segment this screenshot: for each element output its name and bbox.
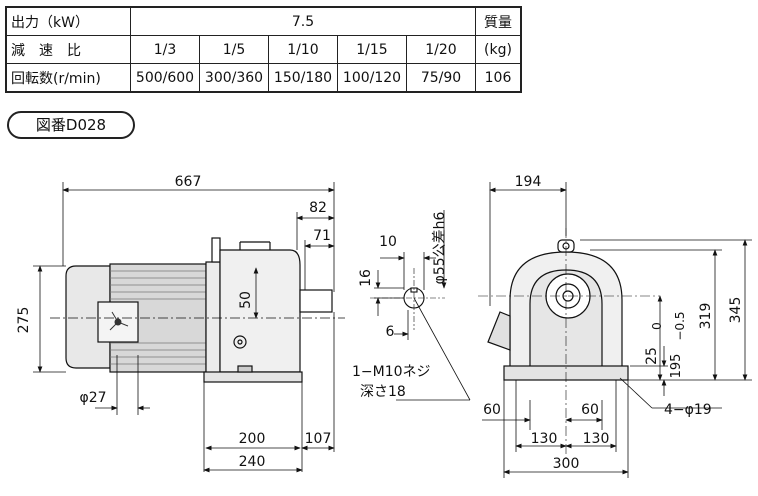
ratio-cell: 1/5 — [199, 35, 269, 64]
mass-unit: (kg) — [475, 35, 522, 64]
mass-value: 106 — [475, 63, 522, 93]
dim-130-right: 130 — [583, 431, 610, 447]
speed-label: 回転数(r/min) — [5, 63, 131, 93]
dim-key-6: 6 — [386, 324, 395, 340]
ratio-label: 減 速 比 — [5, 35, 131, 64]
dim-25: 25 — [644, 347, 660, 365]
dim-50: 50 — [238, 291, 254, 309]
table-row: 減 速 比 1/3 1/5 1/10 1/15 1/20 (kg) — [5, 35, 522, 64]
dim-319: 319 — [698, 303, 714, 330]
side-view — [50, 237, 345, 383]
dim-key-10: 10 — [379, 234, 397, 250]
dim-tolerance-lower: −0.5 — [673, 311, 687, 340]
speed-cell: 75/90 — [406, 63, 476, 93]
fan-icon — [109, 311, 129, 331]
spec-table: 出力（kW） 7.5 質量 減 速 比 1/3 1/5 1/10 1/15 1/… — [5, 6, 522, 93]
table-row: 回転数(r/min) 500/600 300/360 150/180 100/1… — [5, 63, 522, 93]
foot-base — [203, 371, 303, 383]
dim-195: 195 — [669, 354, 684, 379]
output-shaft — [299, 289, 333, 313]
ratio-cell: 1/15 — [337, 35, 407, 64]
dim-300: 300 — [553, 456, 580, 472]
table-row: 出力（kW） 7.5 質量 — [5, 6, 522, 36]
motor-fins — [110, 270, 206, 365]
speed-cell: 500/600 — [130, 63, 200, 93]
speed-cell: 300/360 — [199, 63, 269, 93]
dim-194: 194 — [515, 174, 542, 190]
gear-housing — [219, 249, 301, 373]
drain-plug — [233, 335, 247, 349]
dim-345: 345 — [728, 297, 744, 324]
dim-60-right: 60 — [581, 402, 599, 418]
dim-82: 82 — [309, 200, 327, 216]
drawing-number-badge: 図番D028 — [7, 111, 135, 139]
speed-cell: 100/120 — [337, 63, 407, 93]
dim-107: 107 — [305, 431, 332, 447]
dim-shaft-diameter: φ55公差h6 — [432, 211, 448, 284]
ratio-cell: 1/3 — [130, 35, 200, 64]
dim-71: 71 — [313, 228, 331, 244]
tap-depth-spec: 深さ18 — [360, 384, 406, 400]
mass-label: 質量 — [475, 6, 522, 36]
front-view — [478, 228, 660, 460]
tap-hole-spec: 1−M10ネジ — [352, 364, 431, 380]
speed-cell: 150/180 — [268, 63, 338, 93]
dim-phi27: φ27 — [79, 390, 106, 406]
output-value: 7.5 — [130, 6, 476, 36]
ratio-cell: 1/20 — [406, 35, 476, 64]
dim-200: 200 — [239, 431, 266, 447]
dim-240: 240 — [239, 454, 266, 470]
dim-60-left: 60 — [483, 402, 501, 418]
dim-holes: 4−φ19 — [664, 402, 712, 418]
dim-overall-length: 667 — [175, 174, 202, 190]
dim-tolerance-upper: 0 — [650, 322, 664, 330]
dim-130-left: 130 — [531, 431, 558, 447]
dim-key-16: 16 — [358, 269, 374, 287]
conduit-box — [487, 311, 511, 351]
dim-275: 275 — [16, 307, 32, 334]
